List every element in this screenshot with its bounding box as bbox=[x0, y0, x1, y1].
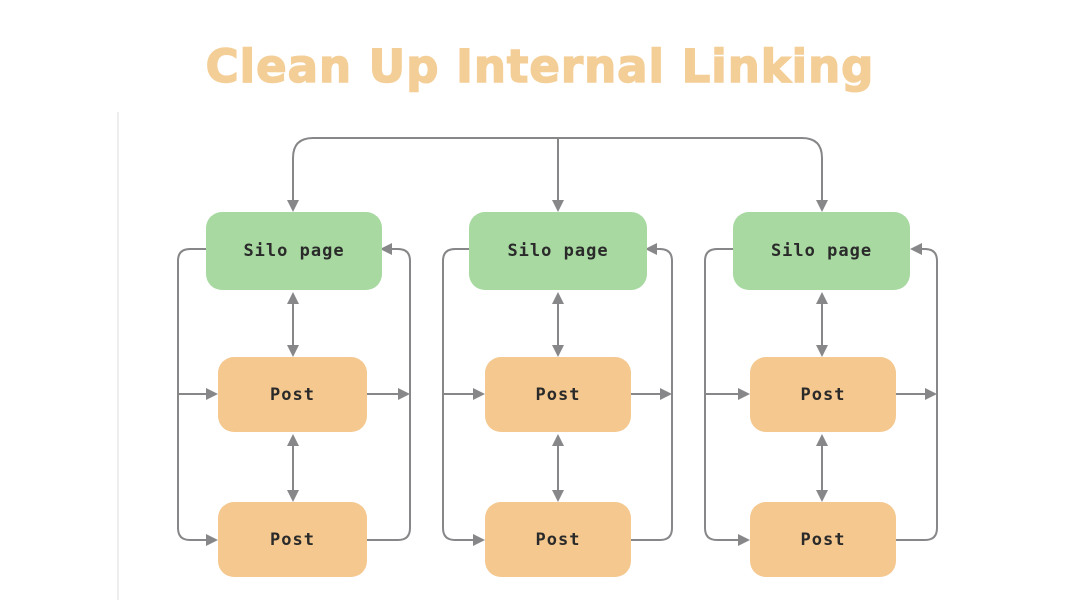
node-label: Post bbox=[800, 529, 846, 550]
edge-top-to-silo-3 bbox=[801, 137, 828, 212]
edge-post-2-to-silo-3-right bbox=[896, 243, 938, 541]
node-post-2-col-2: Post bbox=[485, 502, 631, 577]
edge-post-2-to-silo-1-right bbox=[367, 243, 411, 541]
node-label: Silo page bbox=[243, 241, 345, 261]
node-silo-page-2: Silo page bbox=[469, 212, 647, 290]
node-post-1-col-2: Post bbox=[485, 357, 631, 432]
node-post-1-col-3: Post bbox=[750, 357, 896, 432]
node-label: Silo page bbox=[770, 241, 873, 261]
node-post-2-col-1: Post bbox=[218, 502, 367, 577]
node-label: Post bbox=[535, 384, 581, 405]
node-label: Post bbox=[535, 529, 581, 550]
edge-top-to-silo-1 bbox=[287, 137, 314, 212]
node-post-1-col-1: Post bbox=[218, 357, 367, 432]
page-title: Clean Up Internal Linking bbox=[205, 39, 875, 94]
node-label: Post bbox=[270, 384, 315, 405]
node-silo-page-3: Silo page bbox=[733, 212, 910, 290]
node-label: Post bbox=[270, 529, 315, 550]
edge-post-2-to-silo-2-right bbox=[631, 243, 673, 541]
node-label: Post bbox=[800, 384, 846, 405]
node-label: Silo page bbox=[507, 241, 609, 261]
node-post-2-col-3: Post bbox=[750, 502, 896, 577]
node-silo-page-1: Silo page bbox=[206, 212, 382, 290]
